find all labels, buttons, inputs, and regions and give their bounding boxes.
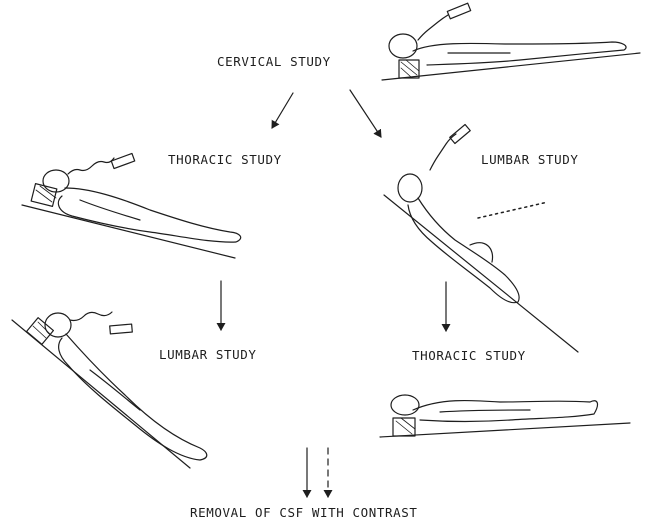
syringe-icon	[111, 153, 134, 168]
syringe-icon	[110, 324, 133, 334]
label-cervical-study: CERVICAL STUDY	[217, 54, 331, 69]
supine-patient-thoracic-right-figure	[380, 395, 630, 437]
head-support-block	[31, 184, 57, 207]
syringe-icon	[450, 125, 470, 144]
prone-patient-cervical-figure	[382, 3, 640, 80]
syringe-icon	[447, 3, 470, 19]
arrow-cervical-to-thoracic	[272, 93, 293, 128]
arrow-cervical-to-lumbar	[350, 90, 381, 137]
label-thoracic-study-right: THORACIC STUDY	[412, 348, 526, 363]
label-lumbar-study-left: LUMBAR STUDY	[159, 347, 257, 362]
headup-patient-lumbar-left-figure	[12, 312, 207, 468]
label-lumbar-study-right: LUMBAR STUDY	[481, 152, 579, 167]
supine-patient-thoracic-figure	[22, 153, 241, 258]
label-removal-of-csf: REMOVAL OF CSF WITH CONTRAST	[190, 505, 418, 520]
label-thoracic-study-left: THORACIC STUDY	[168, 152, 282, 167]
head-support-block	[27, 318, 54, 345]
